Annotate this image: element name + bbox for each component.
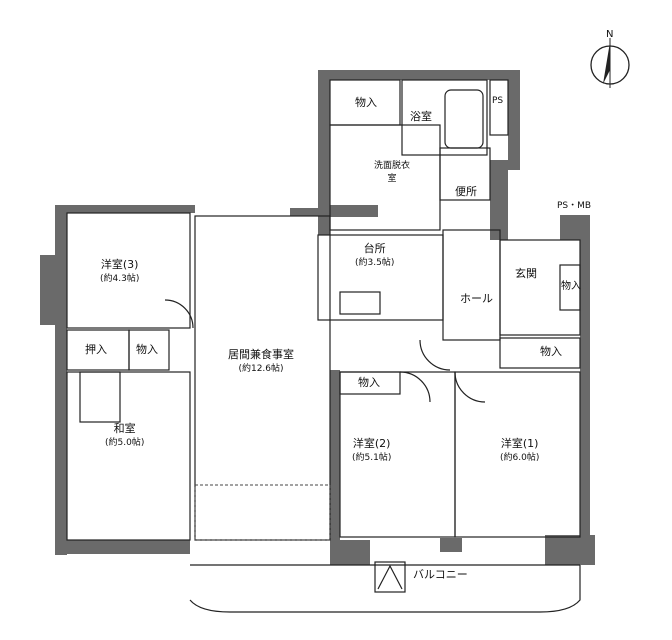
room-ps-mb: PS・MB bbox=[557, 201, 592, 211]
room-area: (約5.0帖) bbox=[105, 438, 145, 448]
room-bath: 浴室 bbox=[410, 110, 432, 123]
balcony-label: バルコニー bbox=[413, 568, 468, 581]
room-western-2: 洋室(2) (約5.1帖) bbox=[352, 437, 391, 465]
room-washroom: 洗面脱衣室 bbox=[373, 161, 410, 184]
room-area: (約6.0帖) bbox=[500, 453, 540, 463]
room-washitsu: 和室 (約5.0帖) bbox=[105, 422, 144, 450]
north-compass-icon bbox=[590, 38, 630, 88]
room-storage-left: 物入 bbox=[136, 343, 158, 356]
room-name: 台所 bbox=[363, 242, 386, 255]
room-name: 洋室(3) bbox=[100, 258, 139, 271]
compass-label: N bbox=[606, 29, 614, 40]
room-western-1: 洋室(1) (約6.0帖) bbox=[500, 437, 539, 465]
room-toilet: 便所 bbox=[455, 185, 477, 198]
room-area: (約4.3帖) bbox=[100, 274, 140, 284]
room-living: 居間兼食事室 (約12.6帖) bbox=[228, 348, 294, 376]
room-area: (約12.6帖) bbox=[238, 364, 284, 374]
room-name: 和室 bbox=[113, 422, 136, 435]
room-kitchen: 台所 (約3.5帖) bbox=[355, 242, 394, 270]
room-name: 洋室(2) bbox=[352, 437, 391, 450]
room-area: (約5.1帖) bbox=[352, 453, 392, 463]
room-area: (約3.5帖) bbox=[355, 258, 395, 268]
room-name: 居間兼食事室 bbox=[228, 348, 294, 361]
room-western-3: 洋室(3) (約4.3帖) bbox=[100, 258, 139, 286]
walls bbox=[40, 70, 595, 565]
room-name: 洋室(1) bbox=[500, 437, 539, 450]
room-hall: ホール bbox=[460, 292, 493, 305]
room-storage-top: 物入 bbox=[355, 96, 377, 109]
room-oshiire: 押入 bbox=[85, 343, 107, 356]
room-entrance: 玄関 bbox=[515, 267, 537, 280]
room-storage-w2: 物入 bbox=[358, 376, 380, 389]
room-ps: PS bbox=[492, 96, 504, 106]
room-storage-entrance: 物入 bbox=[561, 281, 581, 292]
room-storage-hall: 物入 bbox=[540, 345, 562, 358]
